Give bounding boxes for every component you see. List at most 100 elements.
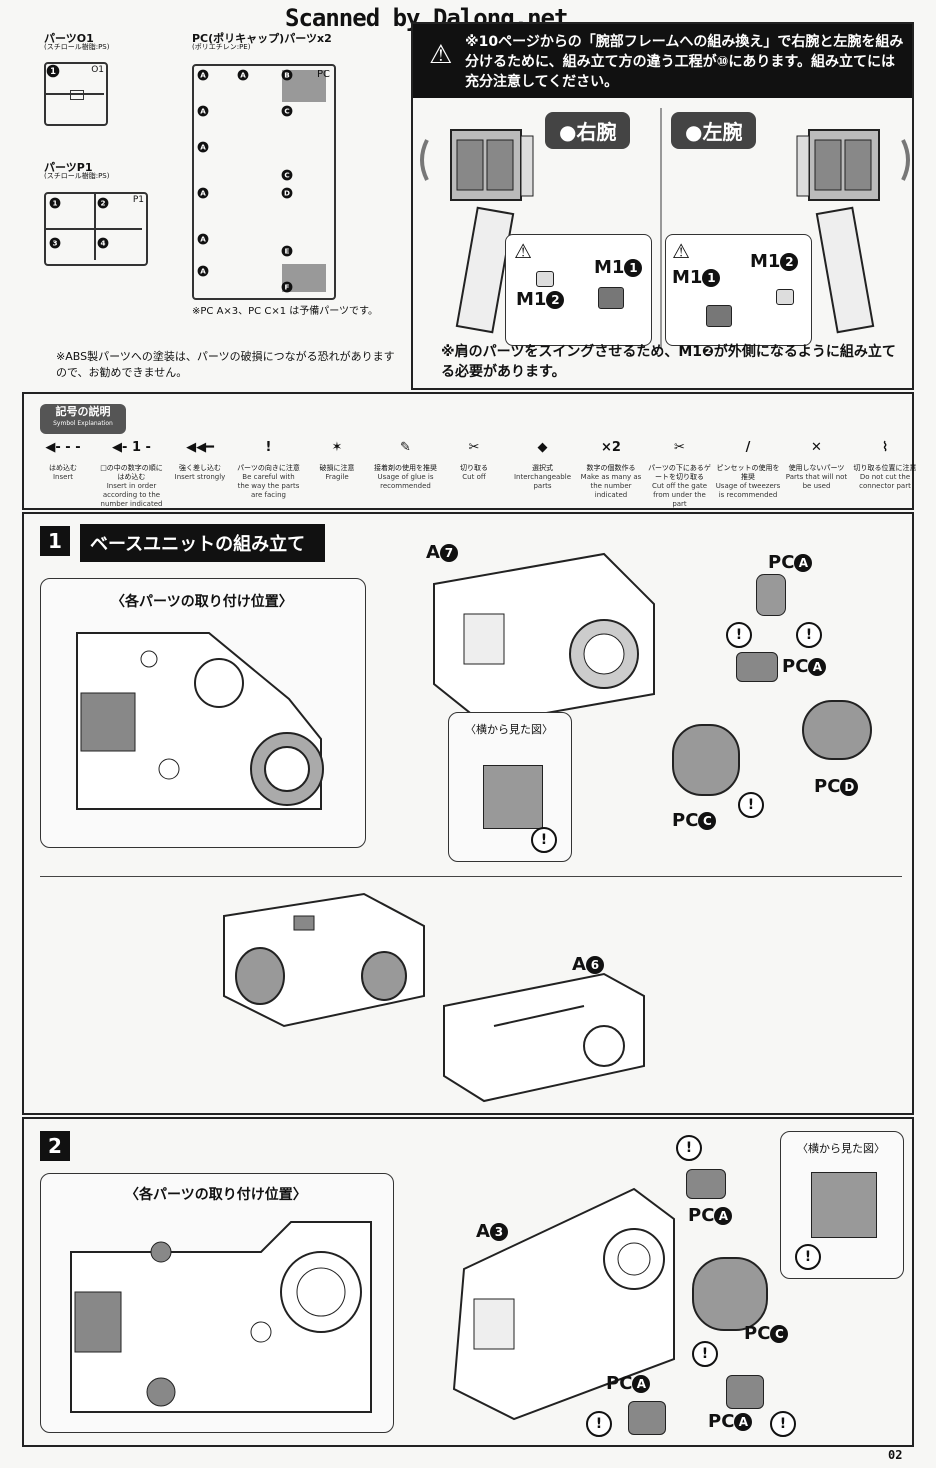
symbol-label-en: Insert [52, 473, 74, 481]
pc-a-part [756, 574, 786, 616]
pc-a-icon: A [197, 105, 209, 117]
parts-o1-title: パーツO1 [44, 32, 94, 45]
symbol-label-ja: 破損に注意 [319, 464, 355, 472]
symbol-label-en: Do not cut the connector part [859, 473, 911, 490]
warning-triangle-icon: ⚠ [514, 239, 532, 263]
symbol-label-ja: 接着剤の使用を推奨 [374, 464, 437, 472]
runner-p1: P1 1 2 3 4 [44, 192, 148, 266]
symbol-label-en: Fragile [325, 473, 349, 481]
symbol-label-ja: 選択式 [532, 464, 553, 472]
symbol-label-ja: □の中の数字の順にはめ込む [100, 464, 163, 481]
pc-spare-note: ※PC A×3、PC C×1 は予備パーツです。 [192, 306, 379, 317]
symbol-glyph-icon: ×2 [601, 439, 621, 455]
symbol-label-en: Usage of tweezers is recommended [715, 482, 781, 499]
pc-d-icon: D [281, 187, 293, 199]
caution-icon: ! [726, 622, 752, 648]
symbol-label-ja: はめ込む [49, 464, 77, 472]
symbol-label-ja: パーツの向きに注意 [237, 464, 300, 472]
symbol-subtitle: Symbol Explanation [53, 420, 113, 427]
warning-triangle-icon: ⚠ [429, 40, 453, 70]
gate-3-icon: 3 [49, 237, 61, 249]
pc-c-icon: C [281, 105, 293, 117]
right-arm-label: ●右腕 [545, 112, 631, 149]
pc-a-icon: A [197, 69, 209, 81]
step1-side-view-callout: 〈横から見た図〉 ! [448, 712, 572, 862]
warning-triangle-icon: ⚠ [672, 239, 690, 263]
pc-c-part [692, 1257, 768, 1331]
symbol-title-badge: 記号の説明 Symbol Explanation [40, 404, 126, 434]
step1-number: 1 [40, 526, 70, 556]
symbol-glyph-icon: ✂ [674, 439, 685, 455]
step2-base-plan [70, 1221, 372, 1413]
step1-divider [40, 876, 902, 877]
pc-a-icon: A [197, 187, 209, 199]
symbol-label-en: Cut off [462, 473, 486, 481]
step2-number: 2 [40, 1131, 70, 1161]
symbol-label-ja: 数字の個数作る [586, 464, 636, 472]
pc-c-icon: C [281, 169, 293, 181]
symbol-label-ja: 切り取る [460, 464, 488, 472]
runner-o1-label: O1 [91, 65, 104, 75]
m1-2-part [536, 271, 554, 287]
caution-icon: ! [676, 1135, 702, 1161]
parts-p1-sub: (スチロール樹脂:PS) [44, 172, 110, 180]
side-view-part [483, 765, 543, 829]
symbol-glyph-icon: ◆ [537, 439, 548, 455]
arm-divider [660, 108, 662, 348]
step1-position-callout: 〈各パーツの取り付け位置〉 [40, 578, 366, 848]
pc-a-icon: A [197, 265, 209, 277]
step1-title: ベースユニットの組み立て [80, 524, 326, 562]
step1-side-view-label: 〈横から見た図〉 [465, 723, 553, 736]
pc-a-part [736, 652, 778, 682]
symbol-label-ja: パーツの下にあるゲートを切り取る [648, 464, 711, 481]
symbol-glyph-icon: ✂ [468, 439, 480, 455]
caution-icon: ! [795, 1244, 821, 1270]
parts-pc-title: PC(ポリキャップ)パーツx2 [192, 32, 332, 45]
pc-e-icon: E [281, 245, 293, 257]
m1-1-part [598, 287, 624, 309]
step1-position-label: 〈各パーツの取り付け位置〉 [111, 594, 293, 610]
pc-a-icon: A [237, 69, 249, 81]
runner-o1: 1 O1 [44, 62, 108, 126]
step1-a6-part [443, 972, 645, 1103]
caution-icon: ! [692, 1341, 718, 1367]
symbol-label-ja: 強く差し込む [179, 464, 221, 472]
symbol-label-en: Insert strongly [174, 473, 226, 481]
caution-icon: ! [770, 1411, 796, 1437]
notice-text: ※10ページからの「腕部フレームへの組み換え」で右腕と左腕を組み分けるために、組… [465, 34, 904, 90]
symbol-glyph-icon: ◀- - - [45, 439, 81, 455]
caution-icon: ! [586, 1411, 612, 1437]
m1-1-part [706, 305, 732, 327]
step1-assembled-a7 [223, 892, 425, 1028]
runner-p1-label: P1 [132, 195, 144, 205]
step2-position-callout: 〈各パーツの取り付け位置〉 [40, 1173, 394, 1433]
symbol-label-en: Make as many as the number indicated [580, 473, 642, 499]
parts-pc-sub: (ポリエチレン:PE) [192, 43, 251, 51]
symbol-label-en: Usage of glue is recommended [377, 473, 434, 490]
step2-side-view-label: 〈横から見た図〉 [797, 1142, 885, 1155]
symbol-label-en: Insert in order according to the number … [100, 482, 163, 508]
page-number: 02 [888, 1448, 903, 1462]
symbol-label-ja: 切り取る位置に注意 [853, 464, 917, 472]
